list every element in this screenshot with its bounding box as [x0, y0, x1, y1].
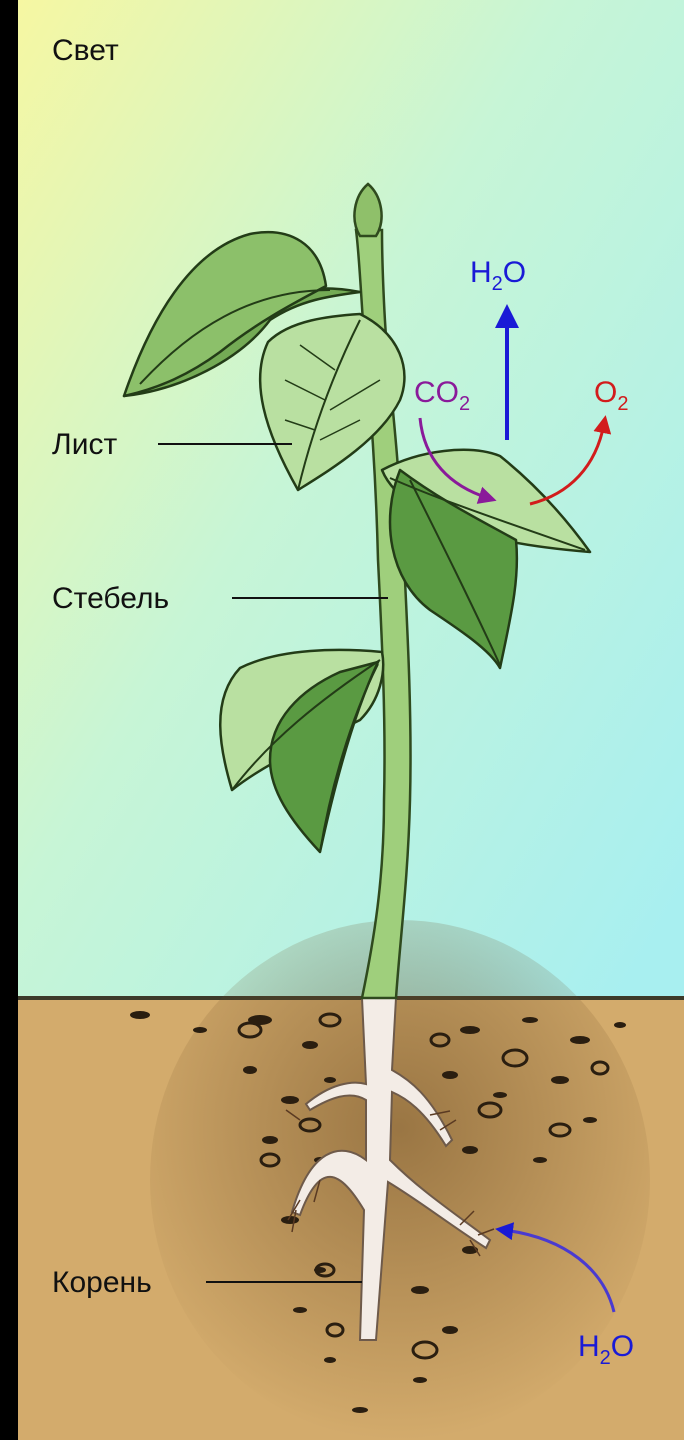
light-label: Свет [52, 34, 119, 67]
stem-label: Стебель [52, 582, 169, 615]
sky [18, 0, 684, 1000]
root-label: Корень [52, 1266, 152, 1299]
leaf-label: Лист [52, 428, 117, 461]
